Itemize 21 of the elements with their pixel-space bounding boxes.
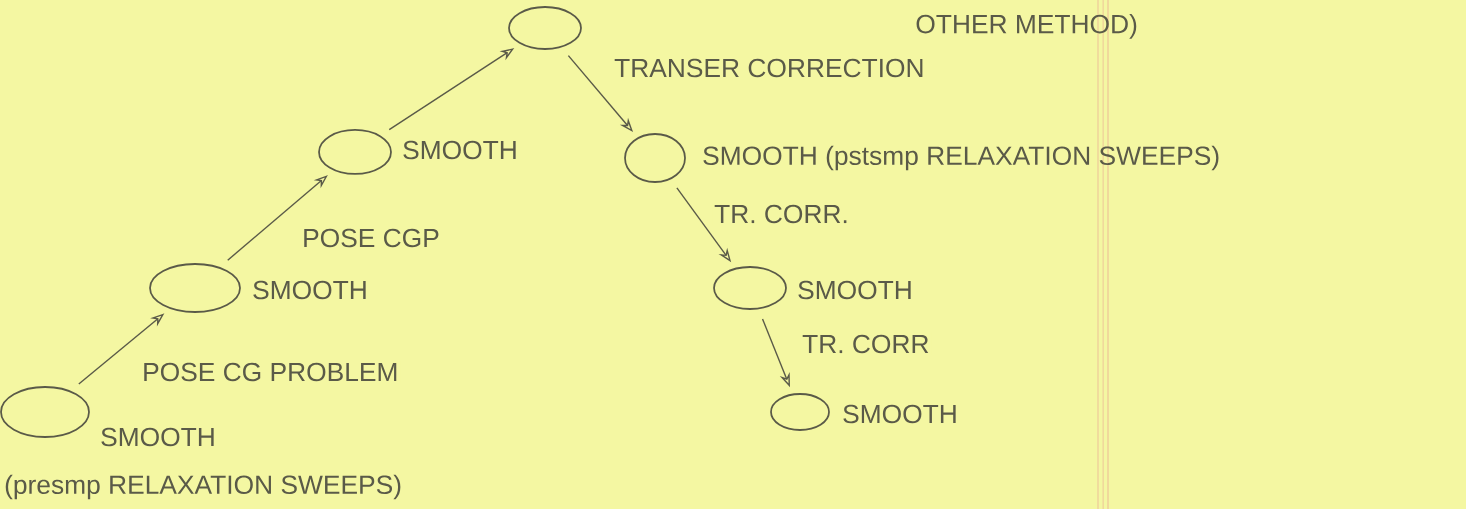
circle (508, 6, 582, 50)
edge-label: TR. CORR (802, 334, 929, 354)
circle (0, 386, 90, 438)
circle (624, 133, 686, 183)
step-label: (presmp RELAXATION SWEEPS) (5, 474, 401, 500)
circle (318, 129, 392, 175)
step-label: SMOOTH (pstsmp RELAXATION SWEEPS) (703, 145, 1219, 171)
edge-label: POSE CGP (304, 228, 439, 248)
step-label: SMOOTH (403, 140, 516, 160)
step-label: SMOOTH (798, 280, 911, 300)
edge-label: TR. CORR. (714, 204, 847, 224)
note-text: OTHER METHOD) (916, 14, 1137, 39)
circle (770, 393, 830, 431)
circle (713, 266, 787, 310)
step-label: SMOOTH (843, 404, 956, 424)
edge-label: POSE CG PROBLEM (144, 362, 397, 382)
step-label: SMOOTH (253, 280, 366, 300)
edge-label: TRANSER CORRECTION (614, 58, 923, 78)
arrow (227, 175, 328, 261)
step-label: SMOOTH (101, 427, 214, 447)
circle (149, 263, 241, 313)
